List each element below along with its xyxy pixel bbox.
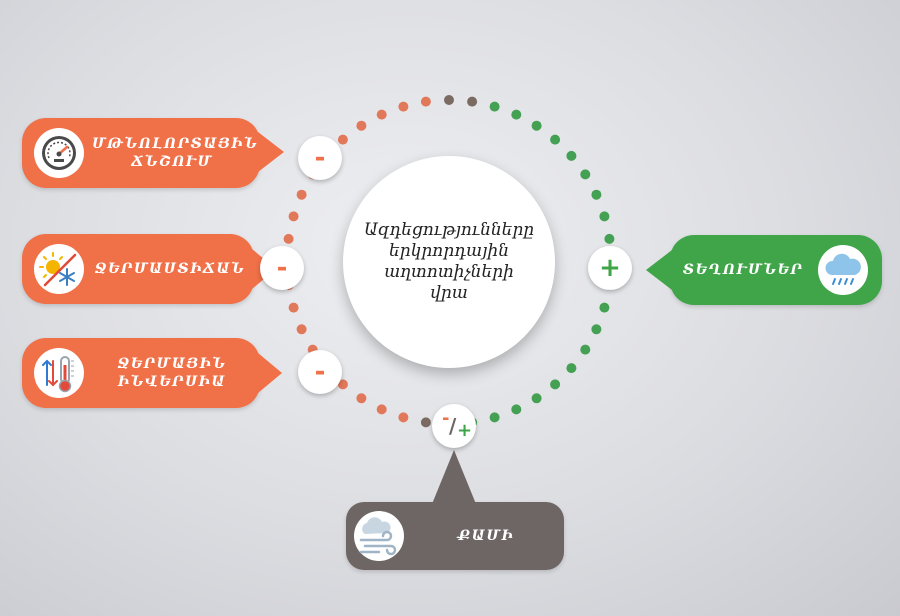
ring-dot (376, 404, 387, 415)
precipitation-label: ՏԵՂՈՒՄՆԵՐ (682, 262, 804, 278)
callout-thermal-inversion: ՋԵՐՄԱՅԻՆ ԻՆՎԵՐՍԻԱ (22, 338, 282, 408)
ring-dot (296, 189, 307, 200)
ring-dot (580, 169, 591, 180)
ring-dot (511, 404, 522, 415)
ring-dot (511, 109, 522, 120)
ring-dot (580, 344, 591, 355)
ring-dot (531, 120, 542, 131)
ring-dot (489, 412, 500, 423)
ring-dot (356, 393, 367, 404)
ring-dot (283, 233, 294, 244)
rain-cloud-icon (818, 245, 868, 295)
ring-dot (398, 101, 409, 112)
ring-dot (337, 379, 348, 390)
ring-dot (604, 233, 615, 244)
callout-pointer (432, 450, 476, 504)
wind-sign-slash: / (449, 414, 457, 438)
ring-dot (467, 96, 478, 107)
callout-wind: ՔԱՄԻ (346, 450, 564, 570)
ring-dot (337, 134, 348, 145)
pressure-label: ՄԹՆՈԼՈՐՏԱՅԻՆ ՃՆՇՈՒՄ (92, 135, 259, 171)
ring-dot (550, 379, 561, 390)
ring-dot (444, 95, 454, 105)
sign-badge-wind: - / + (432, 404, 476, 448)
wind-sign-plus: + (457, 420, 473, 441)
callout-pointer (646, 250, 672, 290)
inversion-label: ՋԵՐՄԱՅԻՆ ԻՆՎԵՐՍԻԱ (92, 355, 252, 391)
center-title: Ազդեցությունները երկրորդային աղտոտիչների… (364, 220, 535, 303)
ring-dot (420, 417, 431, 428)
sign-badge-temperature: - (260, 246, 304, 290)
sign-badge-inversion: - (298, 350, 342, 394)
ring-dot (376, 109, 387, 120)
wind-label: ՔԱՄԻ (457, 528, 515, 544)
ring-dot (531, 393, 542, 404)
sign-badge-precipitation: + (588, 246, 632, 290)
wind-sign-minus: - (442, 408, 450, 429)
callout-precipitation: ՏԵՂՈՒՄՆԵՐ (646, 235, 882, 305)
pressure-label-line2: ՃՆՇՈՒՄ (131, 154, 213, 170)
center-circle: Ազդեցությունները երկրորդային աղտոտիչների… (343, 156, 555, 368)
pressure-label-line1: ՄԹՆՈԼՈՐՏԱՅԻՆ (92, 136, 259, 152)
ring-dot (591, 324, 602, 335)
ring-dot (398, 412, 409, 423)
callout-atmospheric-pressure: ՄԹՆՈԼՈՐՏԱՅԻՆ ՃՆՇՈՒՄ (22, 118, 284, 188)
ring-dot (566, 150, 577, 161)
ring-dot (288, 211, 299, 222)
wind-cloud-icon (354, 511, 404, 561)
ring-dot (489, 101, 500, 112)
ring-dot (420, 96, 431, 107)
ring-dot (566, 363, 577, 374)
ring-dot (288, 302, 299, 313)
pressure-gauge-icon (34, 128, 84, 178)
inversion-label-line2: ԻՆՎԵՐՍԻԱ (117, 374, 227, 390)
ring-dot (591, 189, 602, 200)
ring-dot (599, 211, 610, 222)
thermometer-arrows-icon (34, 348, 84, 398)
callout-pointer (258, 132, 284, 172)
inversion-label-line1: ՋԵՐՄԱՅԻՆ (117, 356, 227, 372)
ring-dot (599, 302, 610, 313)
ring-dot (550, 134, 561, 145)
callout-temperature: ՋԵՐՄԱՍՏԻՃԱՆ (22, 234, 276, 304)
sun-snowflake-icon (34, 244, 84, 294)
sign-badge-pressure: - (298, 136, 342, 180)
ring-dot (296, 324, 307, 335)
ring-dot (356, 120, 367, 131)
callout-pointer (258, 353, 282, 393)
temperature-label: ՋԵՐՄԱՍՏԻՃԱՆ (94, 261, 246, 277)
